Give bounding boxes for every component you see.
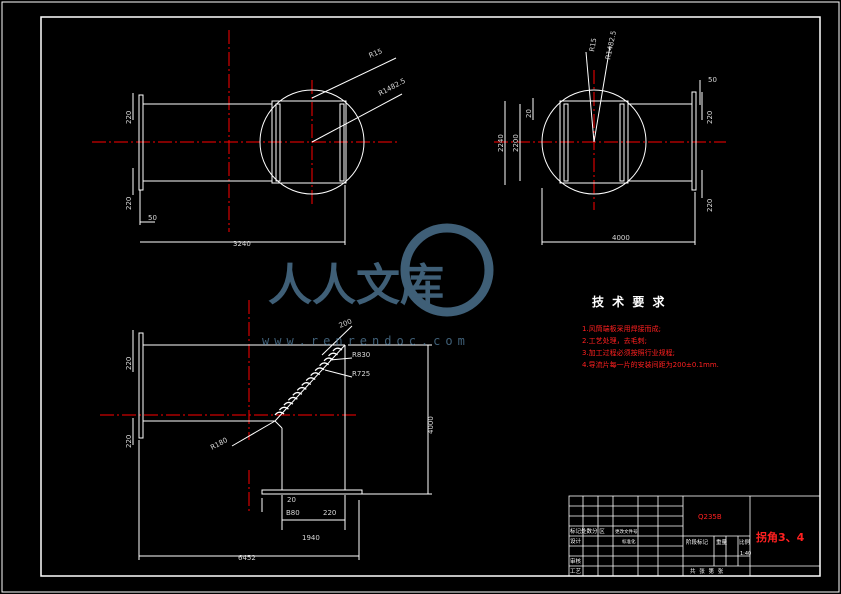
dim-text: 200: [338, 317, 353, 329]
dim-text: 220: [706, 111, 714, 124]
part-name: 拐角3、4: [756, 530, 805, 544]
leader-r725: [324, 369, 353, 378]
watermark: 人人文库 www.renrendoc.com: [262, 223, 494, 348]
guide-vane: [292, 391, 303, 396]
label-r15: R15: [588, 37, 598, 52]
plate-left: [275, 103, 281, 182]
view-bottom: [100, 300, 432, 560]
watermark-text: 人人文库: [268, 260, 444, 311]
guide-vane: [296, 386, 307, 391]
material: Q235B: [698, 513, 722, 521]
guide-vane: [305, 377, 316, 381]
guide-vane: [323, 357, 334, 362]
tb-row: 审核: [570, 557, 582, 565]
guide-vane: [332, 347, 343, 352]
view-top-right: [494, 45, 726, 245]
guide-vane: [310, 372, 321, 377]
guide-vane: [328, 352, 338, 357]
flange-bottom-left: [138, 332, 144, 439]
flange-bottom: [261, 489, 363, 495]
tech-item: 3.加工过程必须按照行业规程;: [582, 348, 675, 357]
view-top-left: [92, 30, 403, 245]
dim-text-4000: 4000: [427, 416, 435, 434]
dim-text-6452: 6452: [238, 554, 256, 562]
inner-corner: [274, 420, 283, 429]
guide-vane: [287, 396, 298, 401]
guide-vane: [319, 362, 330, 367]
dim-text: 220: [706, 199, 714, 212]
bend-circle: [259, 89, 365, 195]
sheet-label: 共 张 第 张: [690, 567, 724, 575]
plate-left-right: [563, 103, 569, 182]
flange-right: [691, 91, 697, 191]
guide-vane: [301, 382, 312, 386]
dim-text-width: 3240: [233, 240, 251, 248]
plate-right: [339, 103, 345, 182]
leader-r15: [311, 57, 397, 99]
dim-text: 50: [148, 214, 157, 222]
guide-vane: [283, 401, 294, 406]
label-r1482: R1482.5: [604, 30, 618, 60]
dim-text-1940: 1940: [302, 534, 320, 542]
title-block: [568, 495, 821, 577]
guide-vane: [274, 411, 285, 416]
flange-left: [138, 94, 144, 191]
tech-requirements: 技 术 要 求 1.风筒端板采用焊接而成; 2.工艺处理，去毛刺; 3.加工过程…: [582, 294, 719, 369]
dim-text-width: 4000: [612, 234, 630, 242]
diagonal-guide: [274, 344, 346, 422]
tb-row: 工艺: [570, 568, 582, 575]
bend-circle-right: [541, 89, 647, 195]
dim-text: 2240: [497, 134, 505, 152]
watermark-url: www.renrendoc.com: [262, 334, 470, 348]
dim-text: 50: [708, 76, 717, 84]
dim-text: B80: [286, 509, 300, 517]
scale-value: 1:40: [740, 551, 751, 557]
leader-r15-right: [585, 51, 595, 143]
tech-item: 1.风筒端板采用焊接而成;: [582, 324, 661, 333]
watermark-logo-ring: [400, 223, 494, 317]
guide-vane: [278, 406, 289, 411]
dim-text: 220: [125, 357, 133, 370]
scale-label: 比例: [739, 538, 751, 546]
tb-extra: 更改文件号: [615, 528, 638, 535]
label-r15: R15: [368, 47, 384, 60]
guide-vanes: [274, 347, 343, 416]
bend-square-right: [559, 100, 629, 184]
leader-r1482: [311, 93, 403, 143]
label-r1482: R1482.5: [377, 77, 407, 98]
leader-r1482-right: [593, 45, 611, 143]
leader-r180: [231, 420, 276, 447]
label-r725: R725: [352, 370, 370, 378]
dim-text: 2200: [512, 134, 520, 152]
tb-row: 标记处数分 区: [570, 527, 605, 535]
leader-r830: [329, 357, 353, 361]
title-block-texts: Q235B 拐角3、4 标记处数分 区 设计 审核 工艺 更改文件号 标准化 阶…: [570, 513, 805, 575]
dim-text: 20: [287, 496, 296, 504]
tech-item: 2.工艺处理，去毛刺;: [582, 336, 647, 345]
bend-square: [271, 100, 347, 184]
tech-item: 4.导流片每一片的安装间距为200±0.1mm.: [582, 360, 719, 369]
tb-extra: 标准化: [622, 538, 636, 545]
dim-text: 20: [525, 109, 533, 118]
dim-text: 220: [323, 509, 336, 517]
guide-vane: [314, 367, 325, 372]
leader-200: [321, 325, 353, 356]
dim-text: 220: [125, 435, 133, 448]
label-r830: R830: [352, 351, 370, 359]
tb-row: 设计: [570, 537, 582, 545]
plate-right-right: [619, 103, 625, 182]
inner-border: [40, 16, 821, 577]
dim-text: 220: [125, 197, 133, 210]
dim-text: 220: [125, 111, 133, 124]
dimension-texts: 220 220 50 3240 R15 R1482.5 50 220 220 2…: [125, 30, 717, 562]
label-r180: R180: [209, 436, 229, 452]
tech-title: 技 术 要 求: [592, 294, 667, 309]
stage-label: 阶段标记: [686, 538, 709, 546]
weight-label: 重量: [716, 538, 728, 546]
